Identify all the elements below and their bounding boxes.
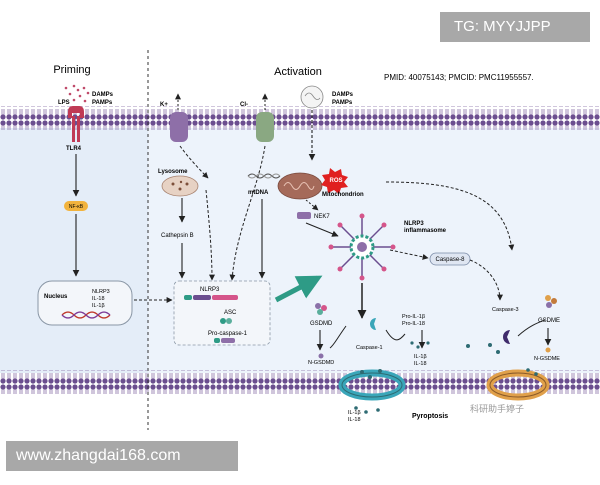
tlr4-label: TLR4 [66, 146, 82, 152]
pore-il1b-label: IL-1β [348, 410, 361, 416]
nfkb-label: NF-κB [69, 204, 84, 210]
caspase8-node [429, 252, 471, 266]
nek7-node [297, 212, 311, 219]
tlr4-receptor [68, 106, 84, 142]
damps-pamps-squiggle [304, 92, 321, 100]
gsdmd-protein [315, 303, 327, 315]
complex-asc-label: ASC [224, 310, 237, 316]
wechat-watermark: 科研助手婷子 [470, 403, 524, 414]
damps-pamps-particle [300, 85, 324, 109]
mitochondrion-label: Mitochondrion [322, 192, 364, 198]
gsdme-protein [545, 295, 557, 308]
k-channel-dashed-arrow [179, 145, 209, 179]
caspase3-to-gsdme-curve [517, 319, 546, 337]
gene-il18: IL-18 [92, 296, 105, 302]
caspase8-to-caspase3-arrow [469, 259, 503, 301]
mitochondrion-cristae [283, 182, 315, 190]
mito-to-nek7-arrow [305, 199, 319, 211]
caspase8-label: Caspase-8 [435, 257, 465, 263]
priming-damps-label: DAMPs [92, 92, 114, 98]
caspase3-particles [466, 343, 500, 354]
nek7-to-inflammasome-arrow [305, 222, 339, 237]
lysosome [161, 175, 199, 197]
nucleus-label: Nucleus [44, 294, 68, 300]
telegram-watermark: TG: MYYJJPP [440, 12, 590, 42]
k-to-complex-arrow [205, 189, 215, 281]
k-channel [170, 112, 188, 142]
released-cytokines [354, 369, 382, 414]
inflammasome-label-2: inflammasome [404, 228, 447, 234]
asc-protein [220, 318, 232, 324]
il1b-label: IL-1β [414, 354, 427, 360]
nfkb-node [64, 201, 88, 211]
cathepsin-label: Cathepsin B [161, 233, 194, 239]
priming-cytoplasm [0, 128, 148, 373]
caspase1-to-gsdmd-curve [329, 325, 347, 349]
complex-nlrp3-label: NLRP3 [200, 287, 220, 293]
activation-pamps-label: PAMPs [332, 100, 353, 106]
n-gsdme-label: N-GSDME [534, 356, 560, 362]
activation-title: Activation [274, 66, 322, 78]
n-gsdmd-label: N-GSDMD [308, 360, 334, 366]
activation-damps-label: DAMPs [332, 92, 354, 98]
citation: PMID: 40075143; PMCID: PMC11955557. [384, 73, 534, 82]
caspase1-label: Caspase-1 [356, 345, 383, 351]
inflammasome-label-1: NLRP3 [404, 221, 424, 227]
cl-channel [256, 112, 274, 142]
site-watermark: www.zhangdai168.com [6, 441, 238, 471]
complex-procasp1-label: Pro-caspase-1 [208, 331, 248, 337]
cl-to-complex-arrow [229, 145, 266, 281]
assembly-arrow [274, 275, 323, 303]
priming-title: Priming [53, 64, 90, 76]
gsdme-label: GSDME [538, 318, 560, 324]
lysosome-label: Lysosome [158, 169, 188, 175]
gene-nlrp3: NLRP3 [92, 289, 110, 295]
pore-il18-label: IL-18 [348, 417, 361, 423]
mtdna-label: mtDNA [248, 190, 269, 196]
mtdna-strand-2 [247, 173, 281, 179]
cell-membrane-top [0, 106, 600, 130]
ros-label: ROS [329, 178, 342, 184]
il-particles [410, 341, 430, 349]
gsdme-pore-particles [526, 368, 538, 376]
procaspase1-protein [214, 338, 235, 343]
pro-il1b-label: Pro-IL-1β [402, 314, 425, 320]
ros-burst [321, 168, 348, 194]
gsdmd-pore [338, 369, 406, 401]
lysosome-contents [171, 180, 189, 191]
lps-label: LPS [58, 100, 70, 106]
ros-to-caspase8-arrow [385, 181, 515, 251]
pyroptosis-label: Pyroptosis [412, 413, 448, 420]
nek7-label: NEK7 [314, 214, 330, 220]
pro-il18-label: Pro-IL-18 [402, 321, 425, 327]
nlrp3-protein [184, 295, 238, 300]
k-ion-label: K+ [160, 102, 168, 108]
caspase3-enzyme [503, 330, 510, 344]
gsdme-pore [486, 369, 550, 401]
cl-ion-label: Cl- [240, 102, 248, 108]
il18-label: IL-18 [414, 361, 427, 367]
gsdmd-label: GSDMD [310, 321, 333, 327]
dna-helix [61, 311, 111, 319]
caspase3-label: Caspase-3 [492, 307, 519, 313]
caspase1-to-proil-curve [385, 329, 406, 341]
nucleus [37, 280, 133, 326]
n-gsdmd-protein [318, 353, 324, 359]
priming-pamps-label: PAMPs [92, 100, 113, 106]
caspase1-enzyme [370, 318, 376, 330]
n-gsdme-protein [545, 347, 551, 353]
nlrp3-inflammasome [328, 213, 396, 281]
gene-il1b: IL-1β [92, 303, 105, 309]
inflammasome-to-caspase8-arrow [389, 249, 429, 260]
lps-dots [64, 84, 90, 103]
